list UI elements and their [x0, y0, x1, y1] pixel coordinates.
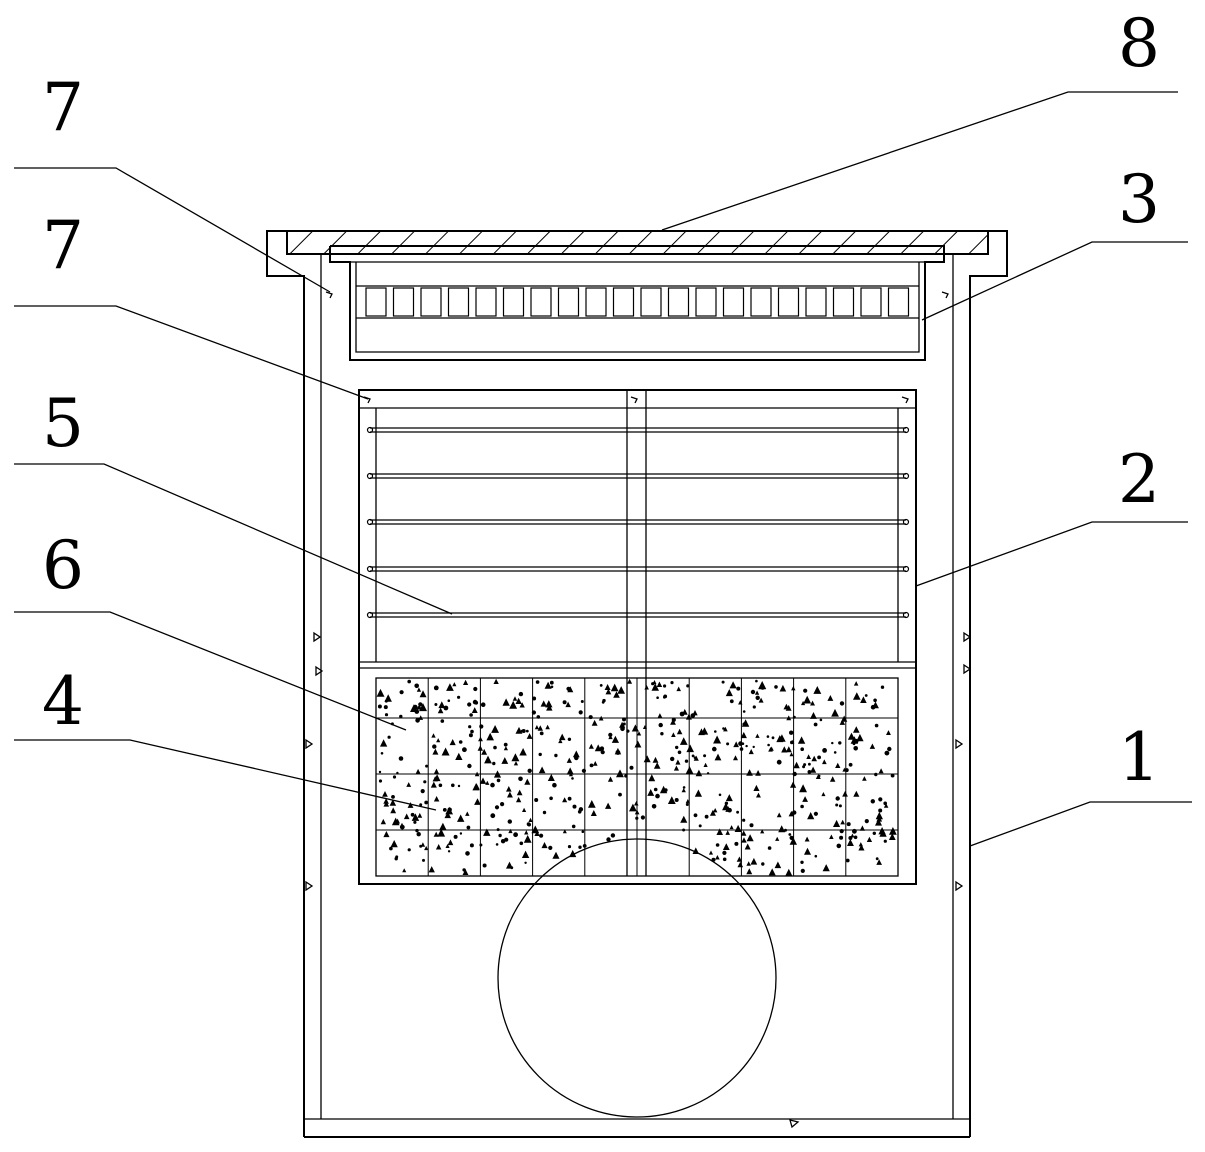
- grate-slot: [365, 287, 387, 317]
- hatched-cover-plate: [286, 230, 989, 255]
- grate-slot: [530, 287, 552, 317]
- filter-rod: [366, 518, 910, 526]
- leader-5: [14, 463, 453, 615]
- leader-2: [915, 521, 1188, 587]
- filter-rod: [366, 611, 910, 619]
- callout-7-upper: 7: [42, 69, 84, 146]
- grate-slot: [667, 287, 690, 317]
- grate-slot: [420, 287, 442, 317]
- leader-4: [14, 739, 437, 811]
- filter-rod: [366, 426, 910, 434]
- basket-hook-right: [901, 396, 909, 404]
- grate-slot: [805, 287, 827, 317]
- grate-slot: [722, 287, 745, 317]
- grate-slot: [750, 287, 772, 317]
- housing-rim: [266, 230, 305, 1137]
- leader-3: [921, 241, 1188, 321]
- leader-1: [969, 801, 1192, 847]
- grate-slot: [447, 287, 470, 317]
- leader-7-lower: [14, 305, 369, 400]
- cover-seat-hook-right: [941, 291, 949, 299]
- grate-slot: [832, 287, 855, 317]
- grate-slot: [392, 287, 415, 317]
- callout-1: 1: [1118, 719, 1160, 796]
- callout-4: 4: [42, 663, 84, 740]
- callout-3: 3: [1118, 161, 1160, 238]
- callout-leaders: [14, 91, 1192, 847]
- cover-seat-hook-left: [325, 291, 333, 299]
- housing-rim-right: [969, 230, 1008, 1137]
- grate-bars: [365, 287, 910, 317]
- leader-6: [14, 611, 407, 731]
- grate-slot: [557, 287, 580, 317]
- leader-7-upper: [14, 167, 331, 293]
- grate-slot: [695, 287, 717, 317]
- basket-hook-center: [630, 396, 638, 404]
- filter-rod: [366, 472, 910, 480]
- grate-slot: [502, 287, 525, 317]
- callout-2: 2: [1118, 441, 1160, 518]
- grate-slot: [777, 287, 800, 317]
- grate-slot: [585, 287, 607, 317]
- grate-slot: [612, 287, 635, 317]
- callout-7-lower: 7: [42, 207, 84, 284]
- grate-slot: [640, 287, 662, 317]
- outlet-pipe-opening: [497, 838, 777, 1118]
- grate-slot: [860, 287, 882, 317]
- top-grate-tray: [325, 245, 949, 361]
- grate-slot: [475, 287, 497, 317]
- filter-rod: [366, 565, 910, 573]
- wall-aggregate-marks: [305, 631, 972, 1129]
- inner-basket: [358, 389, 917, 885]
- callout-6: 6: [42, 527, 84, 604]
- outer-housing: [266, 230, 1008, 1138]
- callout-8: 8: [1118, 5, 1160, 82]
- filter-rods: [366, 426, 910, 619]
- callout-5: 5: [42, 385, 84, 462]
- leader-8: [661, 91, 1178, 231]
- grate-slot: [887, 287, 910, 317]
